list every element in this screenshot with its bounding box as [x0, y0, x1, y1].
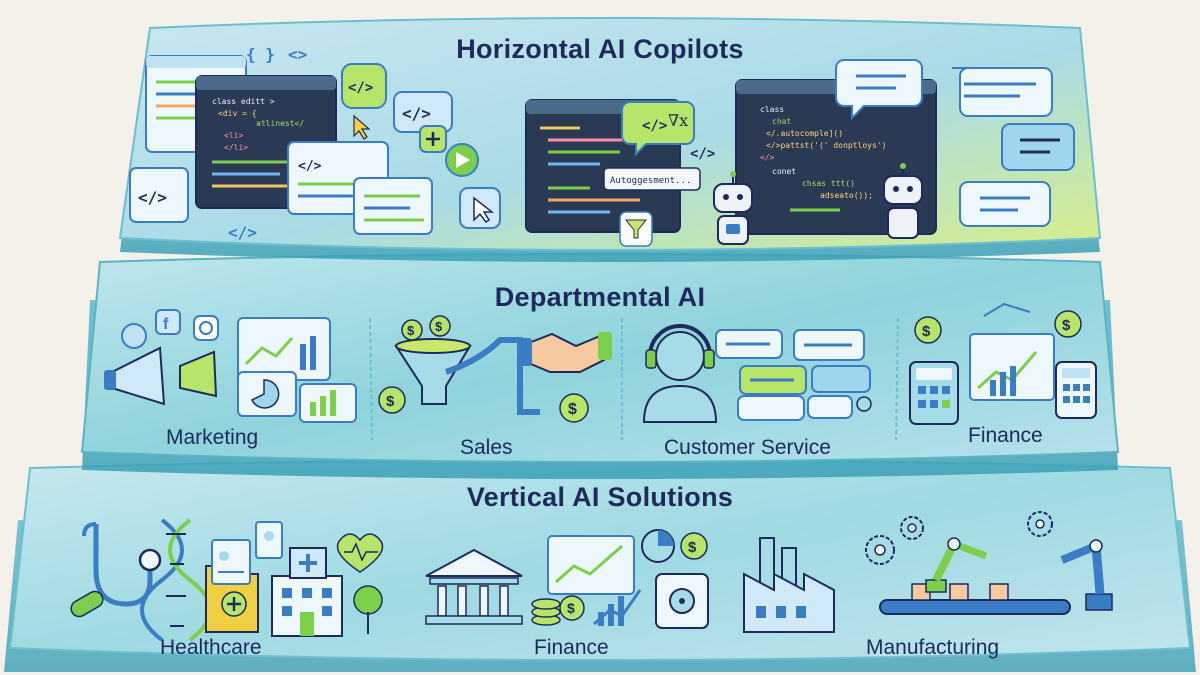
plus-icon [419, 125, 447, 153]
section-label-healthcare: Healthcare [160, 636, 262, 659]
chat-bubble-icon [952, 67, 1053, 117]
autosuggest-popup: Autoggesment... [603, 167, 701, 191]
code-tag-icon: </> [690, 146, 715, 162]
braces-icon: { } [246, 45, 275, 64]
bank-icon [425, 548, 523, 625]
finance-chart-icon [969, 302, 1055, 401]
svg-text:$: $ [922, 323, 931, 340]
pill-icon [70, 590, 104, 618]
code-line: </.autocomple]() [766, 129, 843, 138]
chat-bubble-icon: </> [621, 101, 695, 157]
section-label-customer-service: Customer Service [664, 436, 831, 459]
stock-chart-icon [547, 535, 642, 626]
factory-icon [743, 537, 835, 633]
section-label-finance-vertical: Finance [534, 636, 609, 659]
cursor-icon [353, 114, 371, 140]
svg-text:$: $ [407, 323, 415, 338]
code-line: <div = { [218, 109, 257, 118]
stethoscope-icon [82, 522, 162, 607]
robot-arm-icon [925, 537, 988, 593]
chat-bubble-icon [835, 59, 923, 121]
svg-text:</>: </> [298, 159, 322, 174]
code-tag-icon: <> [288, 45, 307, 64]
svg-text:$: $ [688, 539, 697, 556]
svg-text:$: $ [386, 393, 395, 410]
code-line: </> [760, 153, 775, 162]
dollar-coin-icon: $ $ $ $ [378, 315, 589, 423]
coin-stack-icon: $ [531, 595, 585, 626]
tier-departmental-title: Departmental AI [494, 282, 706, 312]
play-button-icon [445, 143, 479, 177]
code-tag-icon: </> [228, 223, 257, 242]
chat-bubble-icon [959, 181, 1051, 227]
code-tag-icon: </> [341, 63, 387, 109]
cursor-icon [459, 187, 501, 229]
chat-bubble-icon [1001, 123, 1075, 171]
code-line: adseato()); [820, 191, 873, 200]
code-window-icon [353, 177, 433, 235]
robot-arm-icon [1060, 539, 1113, 611]
handshake-icon [518, 332, 612, 373]
funnel-icon [394, 337, 540, 415]
code-line: <li> [224, 131, 243, 140]
svg-text:</>: </> [348, 80, 373, 96]
code-window-icon: </> [129, 167, 189, 223]
formula-icon: ∇x [668, 111, 688, 130]
tree-icon [353, 585, 383, 634]
svg-text:$: $ [435, 319, 443, 334]
section-label-finance: Finance [968, 424, 1043, 447]
chat-bubble-icon [715, 329, 872, 421]
code-line: class editt > [212, 97, 275, 106]
pie-chart-icon [641, 529, 675, 563]
autosuggest-text: Autoggesment... [610, 176, 691, 186]
svg-text:$: $ [568, 401, 577, 418]
robot-icon [713, 171, 753, 245]
svg-text:</>: </> [642, 118, 667, 134]
svg-text:</>: </> [138, 188, 167, 207]
code-line: </li> [224, 143, 248, 152]
dollar-coin-icon: $ [680, 532, 708, 560]
dashboard-window-icon [237, 317, 357, 423]
svg-text:$: $ [1062, 317, 1071, 334]
code-line: atlinest</ [256, 119, 304, 128]
svg-text:f: f [163, 316, 169, 333]
headset-agent-icon [642, 324, 718, 423]
dollar-coin-icon: $ $ [914, 310, 1082, 344]
id-card-icon [255, 521, 283, 559]
tier-horizontal-title: Horizontal AI Copilots [456, 34, 744, 64]
calculator-icon [909, 361, 959, 425]
code-line: </>pattst('(' donptloys') [766, 141, 886, 150]
heart-rate-icon [336, 533, 384, 573]
code-line: chat [772, 117, 791, 126]
tier-vertical-title: Vertical AI Solutions [466, 482, 734, 512]
megaphone-icon [104, 346, 218, 406]
calculator-icon [1055, 361, 1097, 419]
robot-icon [883, 163, 923, 239]
section-label-manufacturing: Manufacturing [866, 636, 1000, 659]
hospital-icon [271, 547, 343, 637]
funnel-small-icon [619, 211, 653, 247]
code-line: chsas ttt() [802, 179, 855, 188]
section-label-sales: Sales [460, 436, 513, 459]
gear-icon [865, 511, 1053, 565]
social-icons: f [121, 309, 219, 349]
conveyor-belt-icon [879, 583, 1071, 615]
svg-text:$: $ [567, 600, 575, 616]
safe-icon [655, 573, 709, 629]
section-label-marketing: Marketing [166, 426, 259, 449]
medical-folder-icon [205, 539, 259, 633]
svg-text:</>: </> [402, 104, 431, 123]
code-line: conet [772, 167, 796, 176]
code-line: class [760, 105, 784, 114]
